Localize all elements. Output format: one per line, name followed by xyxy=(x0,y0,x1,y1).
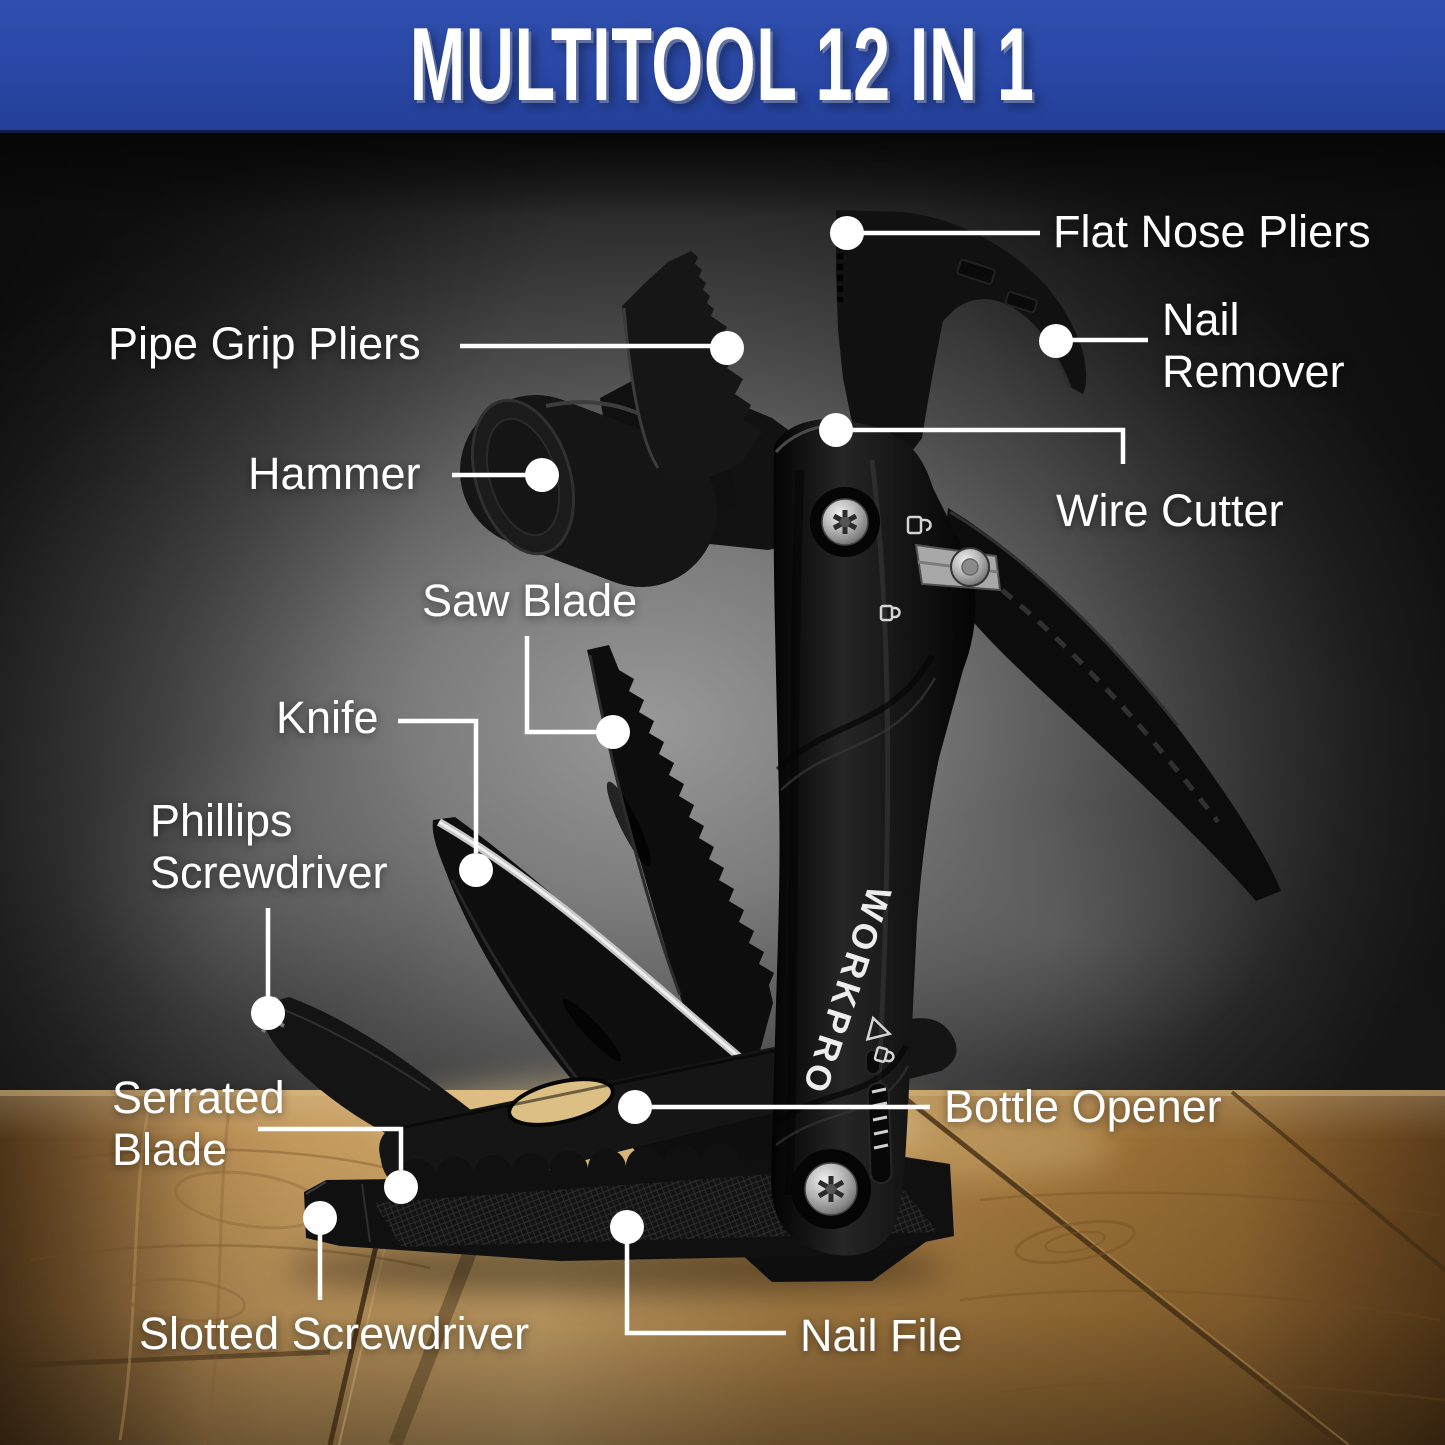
callout-dot xyxy=(618,1090,652,1124)
page-title: MULTITOOL 12 IN 1 xyxy=(410,6,1035,123)
label-wire-cutter: Wire Cutter xyxy=(1056,485,1284,536)
handle-icons xyxy=(865,515,932,1063)
callout-dot xyxy=(819,413,853,447)
pipe-grip-jaw xyxy=(622,251,762,480)
callout-dot xyxy=(710,331,744,365)
callout-knife xyxy=(398,718,493,887)
callout-slotted-screwdriver xyxy=(303,1201,337,1300)
slotted-screwdriver-tip xyxy=(305,1181,327,1195)
callout-dot xyxy=(1039,324,1073,358)
callout-serrated-blade xyxy=(258,1126,418,1204)
torx-screw-top xyxy=(810,487,880,557)
bottle-opener-spring-slot xyxy=(866,1082,893,1185)
callout-dot xyxy=(830,216,864,250)
callout-nail-remover xyxy=(1039,324,1148,358)
saw-blade-tool xyxy=(587,645,774,1080)
lock-icon xyxy=(879,604,901,622)
unlock-icon xyxy=(906,515,932,535)
callout-dot xyxy=(610,1210,644,1244)
callout-dot xyxy=(525,458,559,492)
title-banner: MULTITOOL 12 IN 1 xyxy=(0,0,1445,133)
callout-flat-nose-pliers xyxy=(830,216,1040,250)
label-nail-file: Nail File xyxy=(800,1310,963,1361)
label-nail-remover: Nail Remover xyxy=(1162,294,1345,398)
callout-dot xyxy=(596,715,630,749)
callout-bottle-opener xyxy=(618,1090,930,1124)
label-saw-blade: Saw Blade xyxy=(422,575,638,626)
label-hammer: Hammer xyxy=(248,448,421,499)
callout-dot xyxy=(251,996,285,1030)
callout-wire-cutter xyxy=(819,413,1126,464)
callout-dot xyxy=(459,853,493,887)
multitool: WORKPRO xyxy=(255,210,1281,1282)
studio-background xyxy=(0,130,1445,1090)
label-slotted-screwdriver: Slotted Screwdriver xyxy=(139,1308,530,1359)
label-bottle-opener: Bottle Opener xyxy=(944,1081,1222,1132)
pivot-hardware xyxy=(791,487,1002,1229)
lock-icon xyxy=(873,1046,895,1063)
label-serrated-blade: Serrated Blade xyxy=(112,1072,285,1176)
label-knife: Knife xyxy=(276,692,379,743)
callout-dot xyxy=(384,1170,418,1204)
claw-lever-tool xyxy=(945,508,1281,901)
callouts xyxy=(251,216,1148,1336)
pliers-head xyxy=(460,210,1087,587)
callout-nail-file xyxy=(610,1210,786,1336)
label-flat-nose-pliers: Flat Nose Pliers xyxy=(1053,206,1371,257)
torx-screw-bottom xyxy=(791,1149,871,1229)
callout-saw-blade xyxy=(524,636,630,749)
callout-dot xyxy=(303,1201,337,1235)
label-phillips-screwdriver: Phillips Screwdriver xyxy=(150,795,388,899)
callout-pipe-grip-pliers xyxy=(460,331,744,365)
callout-phillips-screwdriver xyxy=(251,908,285,1030)
release-triangle-icon xyxy=(865,1015,893,1042)
label-pipe-grip-pliers: Pipe Grip Pliers xyxy=(108,318,421,369)
callout-hammer xyxy=(452,458,559,492)
